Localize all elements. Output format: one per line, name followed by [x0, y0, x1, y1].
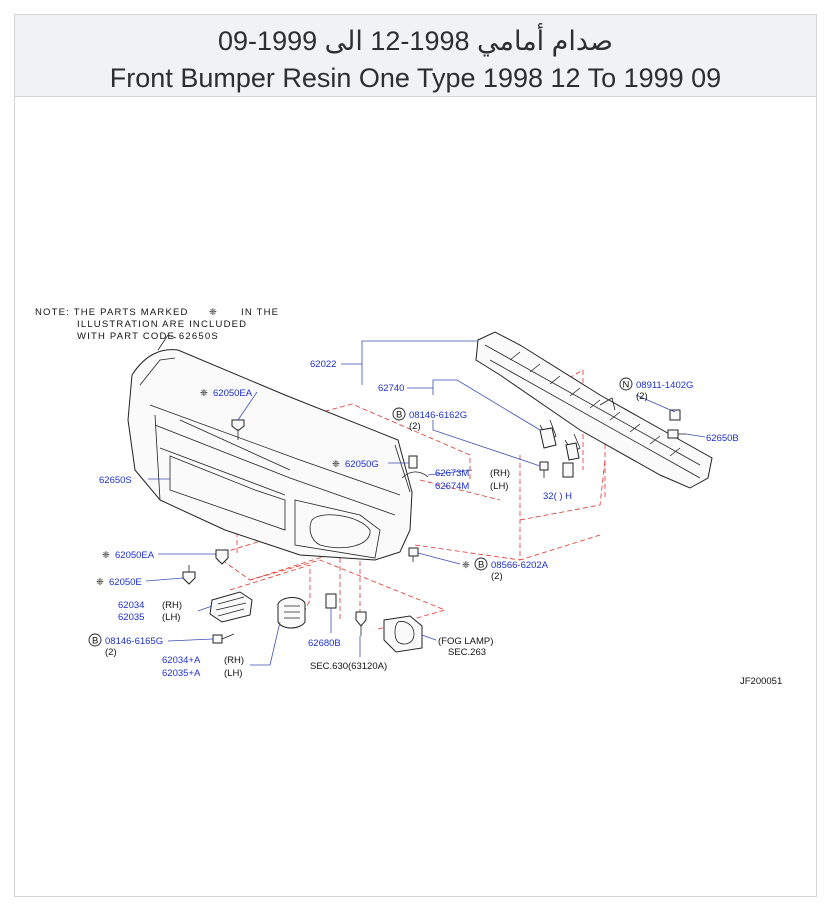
label-62680B: 62680B — [308, 638, 341, 649]
label-62035: 62035 — [118, 612, 144, 623]
label-62022: 62022 — [310, 359, 336, 370]
label-sec630: SEC.630(63120A) — [310, 661, 387, 672]
qty-08911-1402G: (2) — [636, 391, 648, 402]
mark-62050EA-top: ❈ — [200, 388, 208, 399]
bolt-62650B — [667, 429, 686, 439]
label-62034: 62034 — [118, 600, 144, 611]
diagram-code: JF200051 — [740, 676, 782, 687]
label-fog-lamp: (FOG LAMP) — [438, 636, 493, 647]
bumper-cover — [127, 334, 413, 561]
badge-n-circle — [619, 377, 633, 391]
badge-b-3: B — [92, 636, 98, 647]
clip-62680B — [325, 593, 337, 609]
clip-32h — [562, 462, 574, 478]
label-62050EA-bottom: 62050EA — [115, 550, 155, 561]
mark-62050EA-bottom: ❈ — [102, 550, 110, 561]
label-62050EA-top: 62050EA — [213, 388, 253, 399]
page-title-arabic: صدام أمامي 1998-12 الى 1999-09 — [218, 26, 613, 56]
badge-n: N — [623, 380, 630, 391]
fastener-62673M — [401, 471, 429, 479]
qty-08146-6162G: (2) — [409, 421, 421, 432]
nut-08911-1402G — [669, 409, 681, 421]
label-08146-6165G: 08146-6165G — [105, 636, 163, 647]
mark-08566-6202A: ❈ — [462, 560, 470, 571]
fastener-clip-62050EA-bottom — [215, 549, 229, 565]
note-line-1: NOTE: THE PARTS MARKED — [35, 307, 189, 318]
note-line-1-tail: IN THE — [241, 307, 279, 318]
side-62673M: (RH) — [490, 468, 510, 479]
bolt-08146-6162G — [539, 461, 549, 478]
label-62740: 62740 — [378, 383, 404, 394]
badge-b-circle-2 — [474, 557, 488, 571]
label-62035A: 62035+A — [162, 668, 201, 679]
badge-b-circle — [392, 407, 406, 421]
label-08146-6162G: 08146-6162G — [409, 410, 467, 421]
fog-lamp-finisher-62034A — [277, 597, 306, 629]
bolt-08146-6165G — [212, 633, 235, 644]
badge-b: B — [396, 410, 402, 421]
side-62035A: (LH) — [224, 668, 242, 679]
leader-lines — [145, 340, 706, 666]
label-62050E: 62050E — [109, 577, 142, 588]
label-sec263: SEC.263 — [448, 647, 486, 658]
mark-62050E: ❈ — [96, 577, 104, 588]
label-62034A: 62034+A — [162, 655, 201, 666]
page-title-english: Front Bumper Resin One Type 1998 12 To 1… — [109, 63, 722, 93]
note-line-3: WITH PART CODE 62650S — [77, 331, 219, 342]
mark-62050G: ❈ — [332, 459, 340, 470]
label-62674M: 62674M — [435, 481, 469, 492]
fastener-clip-62050EA-top — [231, 419, 245, 440]
fog-lamp-finisher-62034 — [209, 591, 253, 623]
label-62673M: 62673M — [435, 468, 469, 479]
side-62035: (LH) — [162, 612, 180, 623]
fastener-clip-62050G — [408, 455, 418, 469]
side-62034: (RH) — [162, 600, 182, 611]
qty-08146-6165G: (2) — [105, 647, 117, 658]
label-62650B: 62650B — [706, 433, 739, 444]
label-32h-partial: 32( ) H — [543, 491, 572, 502]
label-08911-1402G: 08911-1402G — [636, 380, 693, 391]
bumper-stay-bracket — [539, 427, 580, 461]
label-62650S: 62650S — [99, 475, 132, 486]
badge-b-circle-3 — [88, 633, 102, 647]
side-62034A: (RH) — [224, 655, 244, 666]
note-mark-symbol: ❈ — [209, 307, 218, 318]
page-header: صدام أمامي 1998-12 الى 1999-09 Front Bum… — [15, 15, 816, 97]
fastener-clip-62050E — [182, 565, 196, 585]
fog-lamp — [383, 615, 423, 653]
label-08566-6202A: 08566-6202A — [491, 560, 549, 571]
label-62050G: 62050G — [345, 459, 379, 470]
qty-08566-6202A: (2) — [491, 571, 503, 582]
bolt-08566-6202A — [408, 547, 419, 562]
badge-b-2: B — [478, 560, 484, 571]
clip-fog-lamp-mount — [355, 611, 367, 636]
side-62674M: (LH) — [490, 481, 508, 492]
note-line-2: ILLUSTRATION ARE INCLUDED — [77, 319, 247, 330]
